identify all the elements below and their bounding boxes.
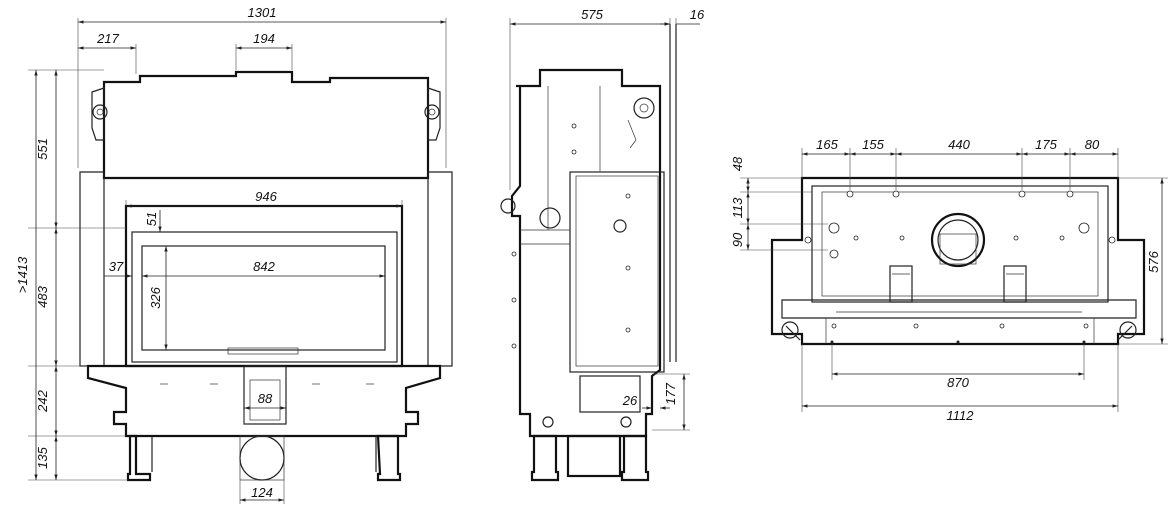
- side-view-dimensions: 575 16 26 177: [510, 7, 705, 430]
- dim-glass-width: 946: [255, 189, 277, 204]
- dim-inlet-offset: 26: [622, 393, 638, 408]
- dim-frame-offset: 37: [109, 259, 124, 274]
- front-view: [28, 18, 453, 504]
- front-view-dimensions: 1301 217 194 946 51 842 37 326 551 483 2…: [15, 5, 446, 502]
- dim-bottom-duct-width: 124: [251, 485, 273, 500]
- dim-top-spacing-5: 80: [1085, 137, 1100, 152]
- dim-top-spacing-2: 155: [862, 137, 884, 152]
- dim-depth: 575: [581, 7, 603, 22]
- dim-top-spacing-3: 440: [948, 137, 970, 152]
- dim-upper-height: 551: [35, 138, 50, 160]
- dim-air-inlet-width: 88: [258, 391, 273, 406]
- dim-top-overall-width: 1112: [947, 408, 975, 423]
- dim-overall-width: 1301: [248, 5, 277, 20]
- dim-door-height: 483: [35, 285, 50, 307]
- dim-leg-height: 135: [35, 446, 50, 468]
- dim-frame-depth: 16: [690, 7, 705, 22]
- dim-inlet-height: 177: [663, 382, 678, 404]
- side-view: [500, 18, 690, 482]
- dim-left-offset: 217: [96, 31, 119, 46]
- dim-top-inner-width: 870: [947, 375, 969, 390]
- dim-top-spacing-1: 165: [816, 137, 838, 152]
- dim-top-overall-depth: 576: [1146, 250, 1161, 272]
- top-view-dimensions: 165 155 440 175 80 48 113 90 576 870 111…: [730, 137, 1164, 423]
- dim-total-height: >1413: [15, 256, 30, 293]
- dim-top-depth-2: 113: [730, 197, 745, 218]
- dim-viewing-width: 842: [253, 259, 275, 274]
- dim-base-height: 242: [35, 389, 50, 412]
- dim-top-depth-3: 90: [730, 232, 745, 247]
- dim-top-spacing-4: 175: [1035, 137, 1057, 152]
- dim-top-depth-1: 48: [730, 156, 745, 171]
- dim-viewing-height: 326: [148, 286, 163, 308]
- dim-glass-top-offset: 51: [144, 212, 159, 226]
- top-view: [740, 148, 1168, 412]
- dim-flue-width: 194: [253, 31, 275, 46]
